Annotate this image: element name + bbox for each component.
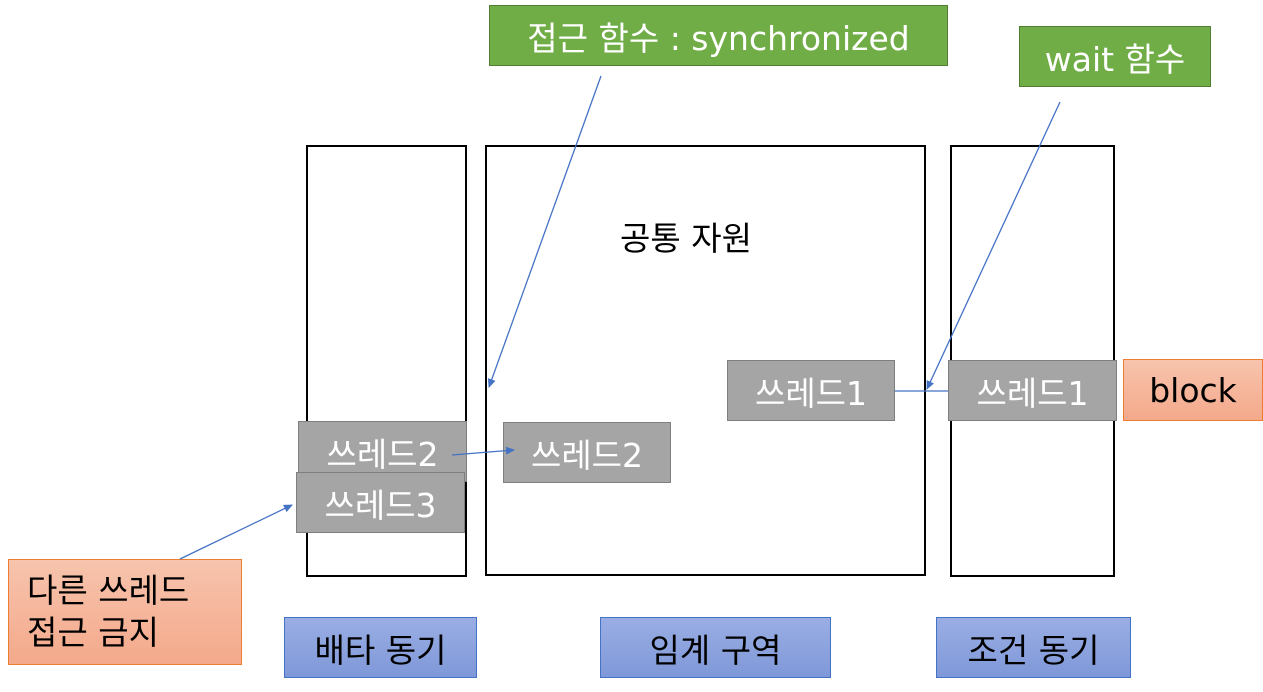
wait-function-label: wait 함수 — [1019, 26, 1211, 87]
shared-resource-label: 공통 자원 — [620, 219, 752, 258]
deny-access-line2: 접근 금지 — [27, 613, 159, 652]
condition-sync-label: 조건 동기 — [936, 617, 1131, 678]
deny-access-line1: 다른 쓰레드 — [27, 571, 190, 610]
thread1-critical-section: 쓰레드1 — [727, 360, 895, 421]
critical-section-label: 임계 구역 — [600, 617, 831, 678]
mutex-sync-label: 배타 동기 — [284, 617, 477, 678]
deny-access-label: 다른 쓰레드 접근 금지 — [8, 559, 242, 665]
thread2-mutex-wait: 쓰레드2 — [298, 421, 467, 482]
access-function-label: 접근 함수 : synchronized — [489, 5, 948, 66]
thread3-mutex-wait: 쓰레드3 — [296, 472, 465, 533]
block-label: block — [1123, 359, 1263, 421]
deny-access-arrow — [179, 504, 293, 560]
thread1-condition-wait: 쓰레드1 — [948, 360, 1117, 421]
thread2-critical-section: 쓰레드2 — [503, 422, 671, 483]
